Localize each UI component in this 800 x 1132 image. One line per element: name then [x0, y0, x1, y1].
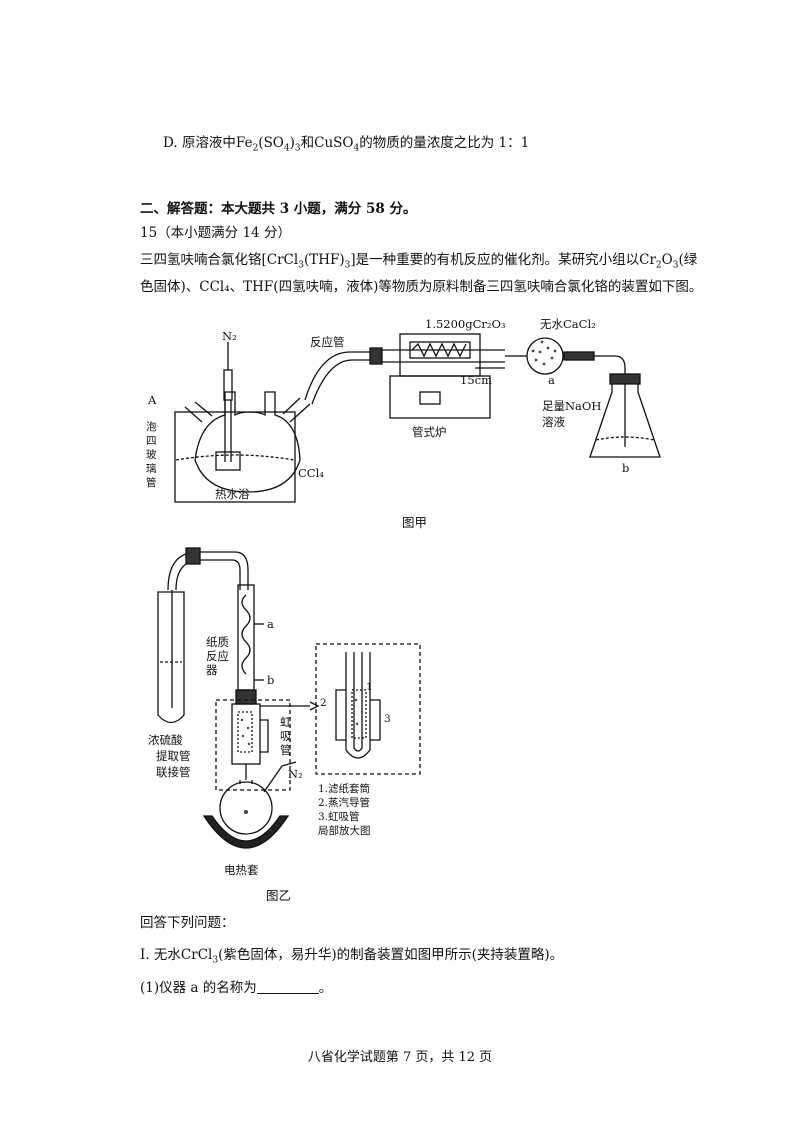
zoom-legend-1: 1.滤纸套筒 [318, 782, 370, 795]
intro-line-1: 三四氢呋喃合氯化铬[CrCl3(THF)3]是一种重要的有机反应的催化剂。某研究… [140, 252, 698, 271]
conc-h2so4-tube [157, 591, 185, 724]
question-number: 15（本小题满分 14 分） [140, 225, 291, 241]
label-conc-h2so4: 浓硫酸 [148, 733, 183, 747]
section-heading: 二、解答题：本大题共 3 小题，满分 58 分。 [140, 201, 417, 217]
label-foam-5: 管 [146, 476, 157, 489]
figure-jia: N₂ 反应管 1.5200gCr₂O₃ 无水CaCl₂ A 泡 四 玻 璃 管 … [140, 312, 680, 512]
label-solution: 溶液 [542, 415, 565, 429]
zoom-label-3: 3 [384, 713, 391, 725]
page-footer: 八省化学试题第 7 页，共 12 页 [307, 1050, 493, 1065]
figure-jia-drawing: N₂ 反应管 1.5200gCr₂O₃ 无水CaCl₂ A 泡 四 玻 璃 管 … [146, 317, 661, 503]
label-n2: N₂ [288, 767, 303, 781]
caption-yi: 图乙 [266, 888, 292, 903]
label-paper-1: 纸质 [206, 635, 229, 649]
zoom-label-2: 2 [320, 697, 327, 709]
label-connector: 联接管 [156, 765, 191, 779]
extraction-tube [231, 703, 261, 765]
label-extraction: 提取管 [156, 749, 191, 763]
label-a-flask: A [147, 393, 157, 407]
part-one: I. 无水CrCl3(紫色固体，易升华)的制备装置如图甲所示(夹持装置略)。 [140, 947, 564, 966]
tube-furnace [399, 333, 481, 377]
option-d: D. 原溶液中Fe2(SO4)3和CuSO4的物质的量浓度之比为 1：1 [163, 135, 530, 154]
label-b: b [622, 461, 629, 475]
figure-yi: a b 纸质 反应 器 虹 吸 管 浓硫酸 提取管 联接管 N₂ 电热套 1 2… [140, 540, 430, 880]
label-furnace: 管式炉 [412, 425, 447, 439]
condenser [237, 584, 255, 691]
zoom-legend-4: 局部放大图 [318, 824, 371, 837]
label-ccl4: CCl₄ [298, 466, 324, 480]
label-15cm: 15cm [460, 373, 492, 387]
answer-blank[interactable] [256, 980, 319, 994]
label-foam-1: 泡 [146, 420, 157, 433]
round-flask [219, 781, 273, 835]
label-b: b [267, 673, 274, 687]
label-reaction-tube: 反应管 [310, 335, 345, 349]
label-water-bath: 热水浴 [215, 487, 250, 501]
label-n2: N₂ [222, 329, 237, 343]
label-foam-4: 璃 [146, 462, 157, 475]
label-siphon-2: 吸 [280, 729, 292, 743]
label-heater: 电热套 [224, 863, 259, 877]
label-paper-2: 反应 [206, 649, 229, 663]
intro-line-2: 色固体)、CCl₄、THF(四氢呋喃，液体)等物质为原料制备三四氢呋喃合氯化铬的… [140, 279, 703, 295]
label-cr2o3: 1.5200gCr₂O₃ [425, 317, 506, 331]
heating-mantle [202, 815, 290, 849]
foam-glass-tube [215, 451, 241, 471]
sub-question-1: (1)仪器 a 的名称为。 [140, 980, 333, 996]
siphon-tube [260, 719, 269, 753]
zoom-box [315, 643, 421, 775]
cacl2-drying-tube [526, 337, 564, 375]
figure-yi-drawing: a b 纸质 反应 器 虹 吸 管 浓硫酸 提取管 联接管 N₂ 电热套 1 2… [148, 547, 421, 877]
zoom-legend-2: 2.蒸汽导管 [318, 796, 370, 809]
zoom-legend-3: 3.虹吸管 [318, 810, 360, 823]
label-foam-2: 四 [146, 435, 157, 447]
label-paper-3: 器 [206, 663, 218, 677]
answer-prompt: 回答下列问题： [140, 915, 235, 931]
zoom-label-1: 1 [366, 681, 373, 693]
label-siphon-1: 虹 [280, 715, 292, 729]
label-siphon-3: 管 [280, 743, 292, 757]
three-neck-flask [194, 391, 301, 493]
label-a: a [267, 617, 274, 631]
label-foam-3: 玻 [146, 448, 157, 461]
label-cacl2: 无水CaCl₂ [540, 317, 596, 331]
label-naoh: 足量NaOH [542, 399, 601, 413]
label-a: a [548, 373, 555, 387]
caption-jia: 图甲 [402, 515, 428, 530]
